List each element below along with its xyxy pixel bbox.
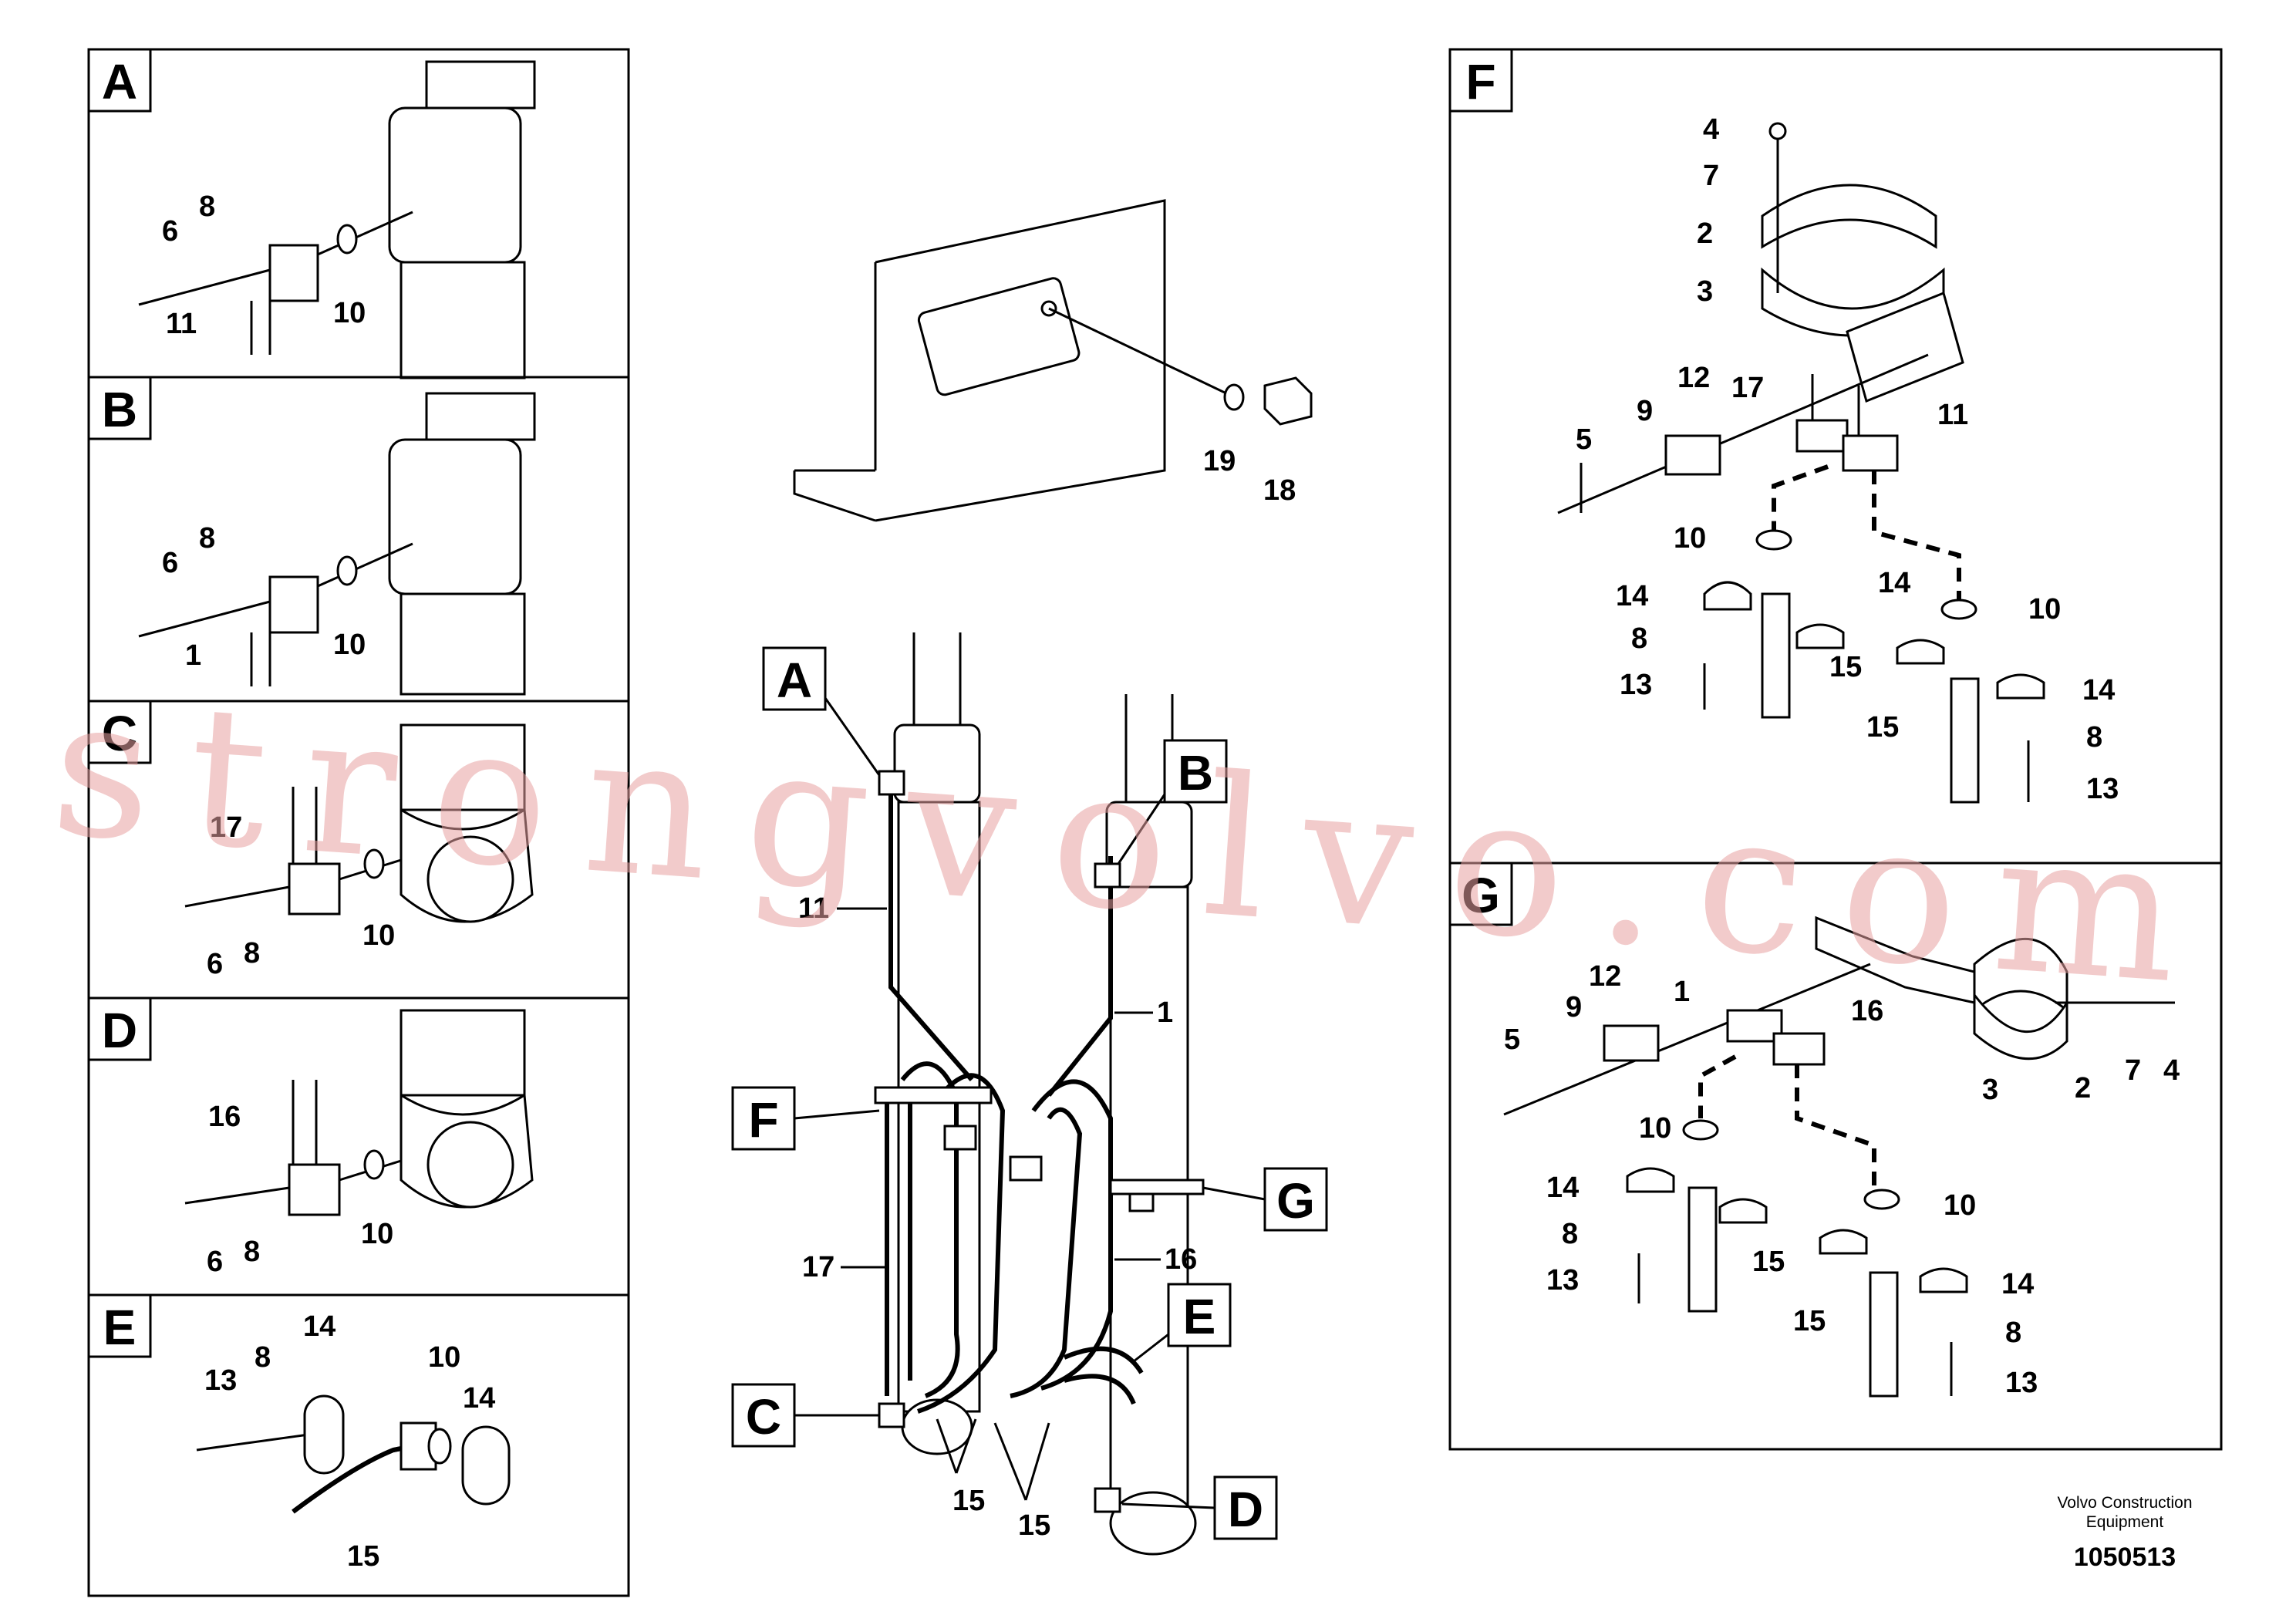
label: 10 [361,1218,393,1250]
label: 8 [199,191,215,223]
label: 13 [2005,1367,2038,1399]
panel-c: C 17 6 8 10 [87,700,630,1000]
label: 8 [2005,1317,2021,1349]
label: 1 [185,639,201,672]
label: 6 [162,547,178,579]
label: 15 [347,1540,379,1573]
callout-e: E [1183,1289,1216,1344]
label: 8 [199,522,215,555]
label: 7 [2125,1054,2141,1087]
label: 5 [1576,423,1592,456]
label: 1 [1674,976,1690,1008]
label: 14 [463,1382,495,1415]
label: 8 [1562,1218,1578,1250]
callout-b: B [1178,745,1213,801]
panel-g-letter: G [1462,868,1500,923]
label: 14 [1546,1172,1579,1204]
label: 10 [1674,522,1706,555]
label: 8 [244,1236,260,1268]
label: 14 [2082,674,2115,706]
label: 4 [1703,113,1719,146]
label: 11 [798,892,829,925]
label: 13 [2086,773,2119,805]
label: 17 [210,811,242,844]
panel-b: B 6 8 1 10 [87,376,630,703]
callout-f: F [748,1092,778,1148]
label: 13 [204,1364,237,1397]
panel-b-letter: B [102,382,137,437]
label: 11 [1937,399,1968,431]
doc-number: 1050513 [2074,1543,2176,1572]
label: 14 [303,1310,335,1343]
label: 8 [2086,721,2102,754]
label: 8 [244,937,260,969]
label: 11 [166,308,197,340]
panel-d-letter: D [102,1003,137,1058]
callout-d: D [1228,1482,1263,1537]
label: 10 [428,1341,460,1374]
label: 9 [1637,395,1653,427]
label: 7 [1703,160,1719,192]
label: 2 [1697,218,1713,250]
panel-g: G 12 1 16 5 9 3 2 7 4 10 14 10 8 13 15 [1448,862,2223,1451]
label: 15 [952,1485,985,1517]
panel-e: E 13 8 14 10 14 15 [87,1293,630,1597]
company-line-2: Equipment [2086,1513,2164,1531]
label: 15 [1018,1509,1050,1542]
main-assembly: A B F G E C D 11 1 17 16 15 15 [731,632,1328,1556]
label: 5 [1504,1023,1520,1056]
label: 9 [1566,991,1582,1023]
panel-a-letter: A [102,54,137,110]
label: 3 [1982,1074,1998,1106]
label: 19 [1203,445,1236,477]
label: 13 [1546,1264,1579,1297]
panel-a: A 6 8 11 10 [87,48,630,379]
label: 10 [333,629,366,661]
label: 2 [2075,1072,2091,1104]
label: 6 [207,948,223,980]
label: 15 [1793,1305,1826,1337]
label: 17 [802,1251,834,1283]
label: 12 [1589,960,1621,993]
callout-g: G [1276,1173,1315,1229]
label: 4 [2163,1054,2180,1087]
label: 12 [1677,362,1710,394]
footer: Volvo Construction Equipment 1050513 [2057,1494,2192,1572]
label: 6 [162,215,178,248]
label: 13 [1620,669,1652,701]
label: 10 [2028,593,2061,626]
label: 6 [207,1246,223,1278]
label: 14 [1878,567,1910,599]
top-detail: 19 18 [793,199,1313,522]
label: 18 [1263,474,1296,507]
label: 10 [333,297,366,329]
label: 15 [1866,711,1899,744]
label: 16 [1165,1243,1197,1276]
panel-c-letter: C [102,706,137,761]
label: 14 [2001,1268,2034,1300]
label: 15 [1752,1246,1785,1278]
label: 17 [1731,372,1764,404]
label: 10 [1639,1112,1671,1145]
panel-f-letter: F [1465,54,1495,110]
label: 10 [1944,1189,1976,1222]
label: 15 [1829,651,1862,683]
callout-c: C [746,1389,781,1445]
label: 8 [255,1341,271,1374]
panel-e-letter: E [103,1300,137,1355]
label: 10 [362,919,395,952]
panel-f: F 4 7 2 3 12 17 11 5 9 10 14 [1448,48,2223,865]
panel-d: D 16 6 8 10 [87,996,630,1297]
callout-a: A [777,653,812,708]
label: 3 [1697,275,1713,308]
label: 14 [1616,580,1648,612]
label: 16 [1851,995,1883,1027]
label: 1 [1157,996,1173,1029]
company-line-1: Volvo Construction [2057,1494,2192,1512]
label: 16 [208,1101,241,1133]
label: 8 [1631,622,1647,655]
